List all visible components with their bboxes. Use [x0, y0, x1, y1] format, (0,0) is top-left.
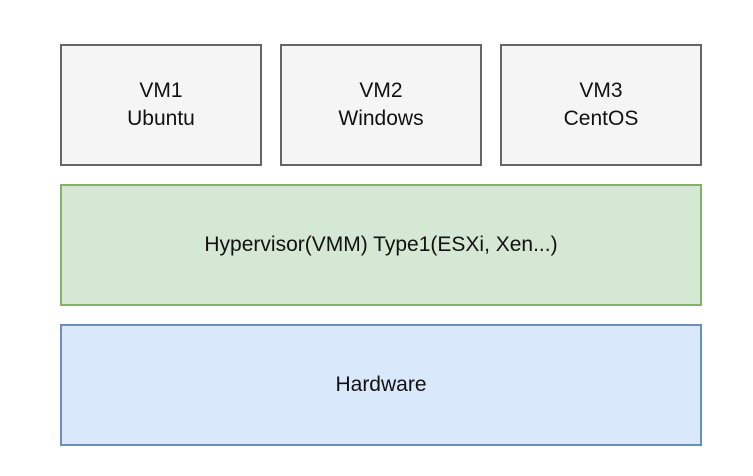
hardware-layer: Hardware	[60, 324, 702, 446]
vm-os: Ubuntu	[127, 107, 195, 130]
vm-box-2: VM2 Windows	[280, 44, 482, 166]
vm-box-3: VM3 CentOS	[500, 44, 702, 166]
vm-os: Windows	[338, 107, 424, 130]
vm-name: VM1	[139, 79, 183, 102]
hypervisor-layer: Hypervisor(VMM) Type1(ESXi, Xen...)	[60, 184, 702, 306]
vm-os: CentOS	[563, 107, 639, 130]
vm-name: VM3	[579, 79, 623, 102]
vm-box-1: VM1 Ubuntu	[60, 44, 262, 166]
hardware-label: Hardware	[335, 373, 427, 396]
hypervisor-label: Hypervisor(VMM) Type1(ESXi, Xen...)	[204, 233, 558, 256]
vm-name: VM2	[359, 79, 403, 102]
